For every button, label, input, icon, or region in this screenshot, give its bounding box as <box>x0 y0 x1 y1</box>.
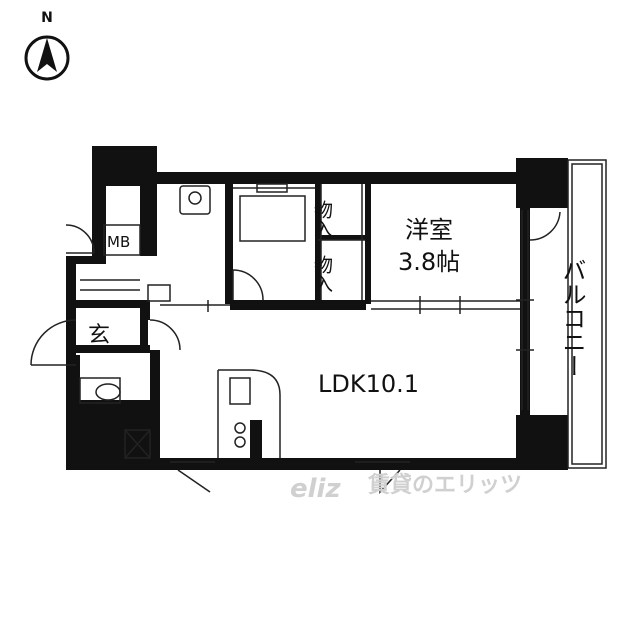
thin-lines <box>30 159 607 494</box>
entrance-label: 玄 <box>88 323 110 348</box>
compass-north-label: N <box>41 10 53 26</box>
compass: N <box>24 10 70 81</box>
western-room-name: 洋室 <box>405 216 453 244</box>
closet-lower-label: 物入 <box>311 255 333 293</box>
north-arrow-icon <box>24 35 70 81</box>
watermark-text: 賃貸のエリッツ <box>367 472 522 498</box>
ldk-label: LDK10.1 <box>318 370 419 398</box>
meter-box-label: MB <box>107 233 130 251</box>
watermark-brand: eliz <box>290 474 341 504</box>
closet-upper-label: 物入 <box>311 200 333 238</box>
western-room-size: 3.8帖 <box>398 248 460 276</box>
watermark: eliz 賃貸のエリッツ <box>290 472 522 504</box>
room-labels: 洋室 3.8帖 LDK10.1 物入 物入 MB 玄 バルコニー <box>88 200 586 398</box>
walls <box>66 146 568 470</box>
balcony-label: バルコニー <box>558 258 586 378</box>
